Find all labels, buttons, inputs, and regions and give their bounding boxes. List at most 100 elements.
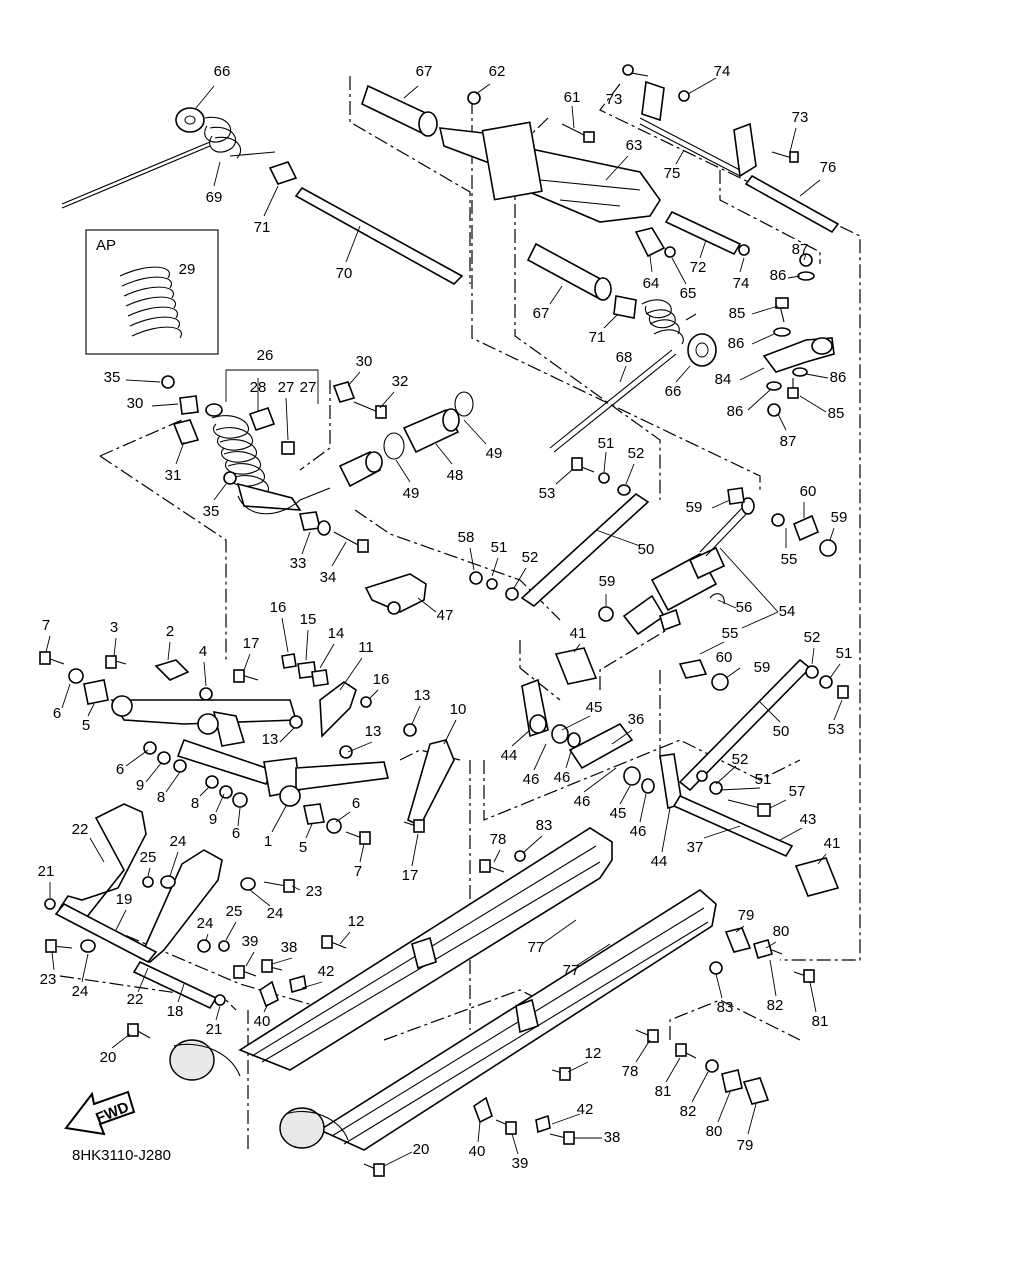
callout-10: 10 <box>450 701 467 718</box>
callout-53: 53 <box>539 485 556 502</box>
callout-16: 16 <box>373 671 390 688</box>
callout-15: 15 <box>300 611 317 628</box>
callout-77: 77 <box>563 962 580 979</box>
callout-35: 35 <box>104 369 121 386</box>
callout-50: 50 <box>773 723 790 740</box>
callout-5: 5 <box>299 839 307 856</box>
callout-79: 79 <box>738 907 755 924</box>
callout-51: 51 <box>755 771 772 788</box>
callout-75: 75 <box>664 165 681 182</box>
callout-12: 12 <box>585 1045 602 1062</box>
callout-46: 46 <box>523 771 540 788</box>
callout-14: 14 <box>328 625 345 642</box>
callout-44: 44 <box>651 853 668 870</box>
callout-51: 51 <box>491 539 508 556</box>
callout-39: 39 <box>242 933 259 950</box>
callout-57: 57 <box>789 783 806 800</box>
inset-label: AP <box>96 237 116 254</box>
callout-62: 62 <box>489 63 506 80</box>
callout-27: 27 <box>300 379 317 396</box>
callout-86: 86 <box>830 369 847 386</box>
callout-50: 50 <box>638 541 655 558</box>
callout-61: 61 <box>564 89 581 106</box>
callout-82: 82 <box>680 1103 697 1120</box>
callout-24: 24 <box>197 915 214 932</box>
callout-9: 9 <box>136 777 144 794</box>
callout-5: 5 <box>82 717 90 734</box>
callout-16: 16 <box>270 599 287 616</box>
callout-12: 12 <box>348 913 365 930</box>
callout-33: 33 <box>290 555 307 572</box>
callout-49: 49 <box>403 485 420 502</box>
callout-55: 55 <box>781 551 798 568</box>
callout-67: 67 <box>416 63 433 80</box>
callout-20: 20 <box>413 1141 430 1158</box>
callout-59: 59 <box>754 659 771 676</box>
callout-84: 84 <box>715 371 732 388</box>
callout-74: 74 <box>714 63 731 80</box>
callout-24: 24 <box>267 905 284 922</box>
callout-87: 87 <box>780 433 797 450</box>
callout-27: 27 <box>278 379 295 396</box>
callout-85: 85 <box>729 305 746 322</box>
callout-18: 18 <box>167 1003 184 1020</box>
callout-59: 59 <box>831 509 848 526</box>
callout-25: 25 <box>226 903 243 920</box>
callout-6: 6 <box>116 761 124 778</box>
inset-ap-box <box>85 229 219 355</box>
callout-13: 13 <box>414 687 431 704</box>
callout-46: 46 <box>630 823 647 840</box>
callout-52: 52 <box>804 629 821 646</box>
callout-55: 55 <box>722 625 739 642</box>
callout-71: 71 <box>254 219 271 236</box>
callout-41: 41 <box>824 835 841 852</box>
leader-lines <box>45 77 843 1167</box>
callout-79: 79 <box>737 1137 754 1154</box>
callout-9: 9 <box>209 811 217 828</box>
diagram-code: 8HK3110-J280 <box>72 1147 171 1164</box>
fwd-arrow: FWD <box>64 1090 136 1136</box>
callout-29: 29 <box>179 261 196 278</box>
callout-47: 47 <box>437 607 454 624</box>
callout-40: 40 <box>254 1013 271 1030</box>
callout-56: 56 <box>736 599 753 616</box>
callout-80: 80 <box>773 923 790 940</box>
callout-30: 30 <box>127 395 144 412</box>
callout-45: 45 <box>586 699 603 716</box>
callout-67: 67 <box>533 305 550 322</box>
callout-49: 49 <box>486 445 503 462</box>
callout-7: 7 <box>42 617 50 634</box>
callout-24: 24 <box>72 983 89 1000</box>
callout-23: 23 <box>306 883 323 900</box>
callout-40: 40 <box>469 1143 486 1160</box>
callout-28: 28 <box>250 379 267 396</box>
callout-36: 36 <box>628 711 645 728</box>
callout-6: 6 <box>53 705 61 722</box>
callout-58: 58 <box>458 529 475 546</box>
callout-17: 17 <box>243 635 260 652</box>
callout-44: 44 <box>501 747 518 764</box>
callout-83: 83 <box>717 999 734 1016</box>
callout-1: 1 <box>264 833 272 850</box>
callout-43: 43 <box>800 811 817 828</box>
callout-85: 85 <box>828 405 845 422</box>
callout-66: 66 <box>665 383 682 400</box>
callout-86: 86 <box>770 267 787 284</box>
callout-73: 73 <box>792 109 809 126</box>
callout-42: 42 <box>577 1101 594 1118</box>
callout-63: 63 <box>626 137 643 154</box>
callout-87: 87 <box>792 241 809 258</box>
callout-38: 38 <box>281 939 298 956</box>
callout-52: 52 <box>732 751 749 768</box>
callout-76: 76 <box>820 159 837 176</box>
callout-22: 22 <box>127 991 144 1008</box>
callout-20: 20 <box>100 1049 117 1066</box>
callout-78: 78 <box>622 1063 639 1080</box>
callout-86: 86 <box>728 335 745 352</box>
part-shapes <box>39 64 849 1177</box>
callout-24: 24 <box>170 833 187 850</box>
callout-81: 81 <box>812 1013 829 1030</box>
spring-29-drawing <box>119 266 182 339</box>
callout-51: 51 <box>836 645 853 662</box>
